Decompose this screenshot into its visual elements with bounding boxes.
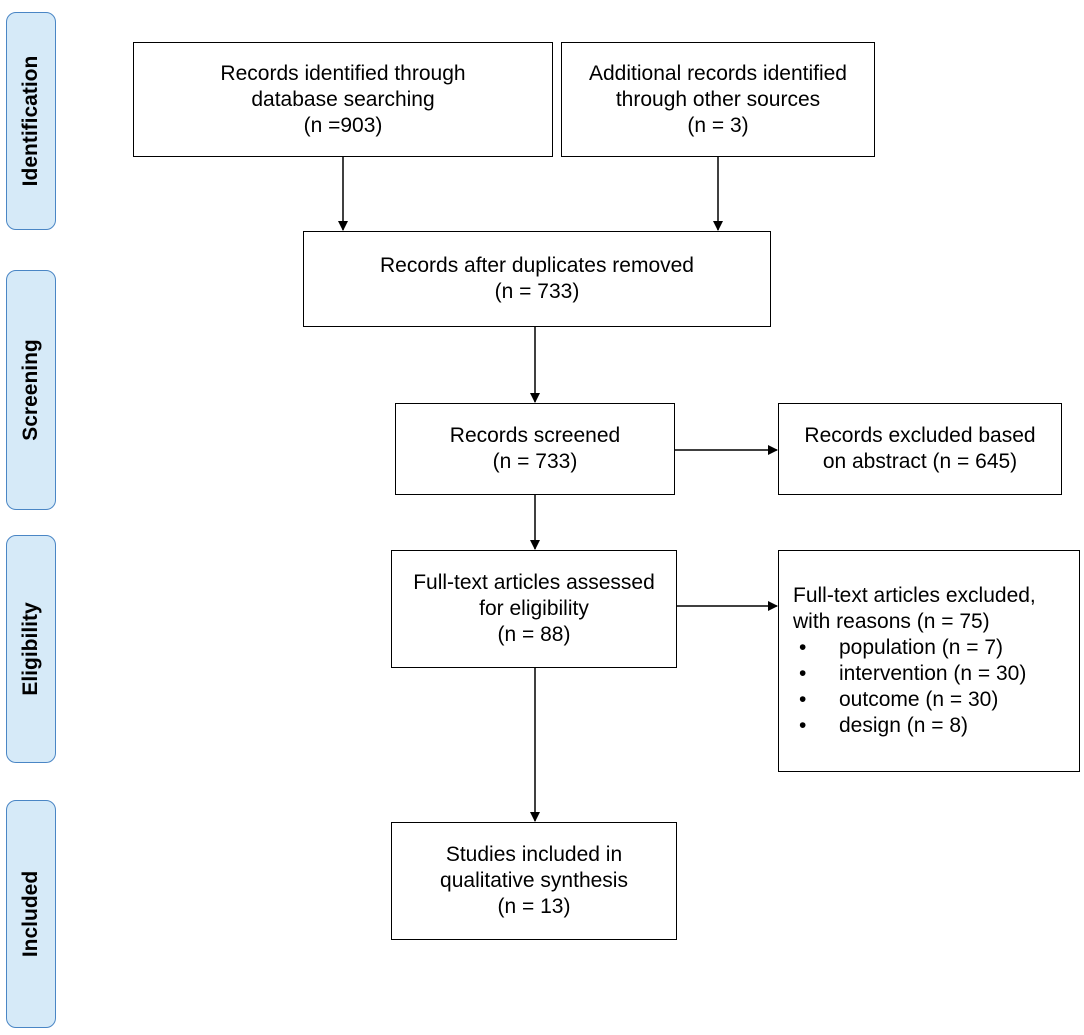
exclusion-reason-item: outcome (n = 30) bbox=[799, 687, 1026, 713]
box-fulltext-assessed-line2: for eligibility bbox=[479, 597, 589, 620]
box-other-sources-line1: Additional records identified bbox=[589, 61, 847, 85]
box-fulltext-assessed-line3: (n = 88) bbox=[497, 623, 571, 646]
box-database-line2: database searching bbox=[251, 87, 435, 111]
box-included-line3: (n = 13) bbox=[497, 895, 571, 918]
exclusion-reason-item: intervention (n = 30) bbox=[799, 661, 1026, 687]
phase-screening: Screening bbox=[6, 270, 56, 510]
box-fulltext-excluded-line2: with reasons (n = 75) bbox=[793, 610, 990, 633]
box-fulltext-excluded-line1: Full-text articles excluded, bbox=[793, 584, 1036, 607]
box-screened-line1: Records screened bbox=[449, 424, 621, 447]
box-fulltext-assessed-line1: Full-text articles assessed bbox=[413, 571, 655, 594]
box-studies-included: Studies included in qualitative synthesi… bbox=[391, 822, 677, 940]
box-duplicates-line1: Records after duplicates removed bbox=[380, 254, 694, 277]
box-database-line1: Records identified through bbox=[220, 61, 466, 85]
box-records-excluded-abstract: Records excluded based on abstract (n = … bbox=[778, 403, 1062, 495]
box-duplicates-line2: (n = 733) bbox=[494, 280, 580, 303]
box-other-sources: Additional records identified through ot… bbox=[561, 42, 875, 157]
box-duplicates-removed: Records after duplicates removed (n = 73… bbox=[303, 231, 771, 327]
box-included-line2: qualitative synthesis bbox=[440, 869, 628, 892]
box-database-searching: Records identified through database sear… bbox=[133, 42, 553, 157]
phase-included: Included bbox=[6, 800, 56, 1028]
box-fulltext-excluded: Full-text articles excluded, with reason… bbox=[778, 550, 1080, 772]
box-database-line3: (n =903) bbox=[303, 113, 383, 137]
box-included-line1: Studies included in bbox=[445, 843, 623, 866]
box-excluded-abstract-line1: Records excluded based bbox=[804, 424, 1036, 447]
box-screened-line2: (n = 733) bbox=[492, 450, 578, 473]
box-records-screened: Records screened (n = 733) bbox=[395, 403, 675, 495]
exclusion-reasons-list: population (n = 7) intervention (n = 30)… bbox=[793, 635, 1026, 739]
phase-identification: Identification bbox=[6, 12, 56, 230]
box-fulltext-assessed: Full-text articles assessed for eligibil… bbox=[391, 550, 677, 668]
exclusion-reason-item: design (n = 8) bbox=[799, 713, 1026, 739]
phase-eligibility: Eligibility bbox=[6, 535, 56, 763]
exclusion-reason-item: population (n = 7) bbox=[799, 635, 1026, 661]
box-excluded-abstract-line2: on abstract (n = 645) bbox=[822, 450, 1018, 473]
box-other-sources-line3: (n = 3) bbox=[687, 113, 749, 137]
box-other-sources-line2: through other sources bbox=[615, 87, 821, 111]
